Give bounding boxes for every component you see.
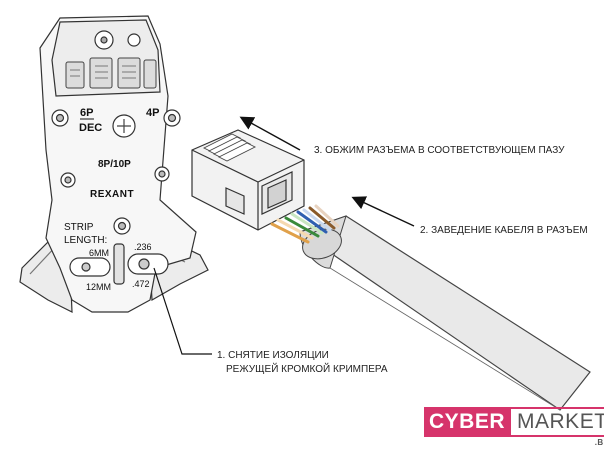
logo-market: MARKET .BY bbox=[511, 407, 604, 447]
rj45-connector bbox=[191, 129, 305, 231]
brand-rexant: REXANT bbox=[90, 189, 134, 200]
label-6p: 6P bbox=[80, 107, 93, 119]
label-12mm: 12MM bbox=[86, 282, 111, 292]
logo-cyber: CYBER bbox=[424, 407, 512, 437]
label-length: LENGTH: bbox=[64, 235, 107, 246]
label-strip: STRIP bbox=[64, 222, 94, 233]
label-6mm: 6MM bbox=[89, 248, 109, 258]
annotation-step2: 2. ЗАВЕДЕНИЕ КАБЕЛЯ В РАЗЪЕМ bbox=[420, 225, 588, 236]
utp-cable bbox=[270, 204, 591, 411]
crimping-tool bbox=[19, 15, 209, 313]
logo-suffix: .BY bbox=[594, 438, 604, 447]
arrow-step2 bbox=[351, 196, 415, 227]
arrow-step3 bbox=[239, 116, 301, 151]
label-4p: 4P bbox=[146, 107, 159, 119]
annotation-step3: 3. ОБЖИМ РАЗЪЕМА В СООТВЕТСТВУЮЩЕМ ПАЗУ bbox=[314, 145, 565, 156]
label-236: .236 bbox=[134, 242, 152, 252]
label-472: .472 bbox=[132, 279, 150, 289]
annotation-step1-line2: РЕЖУЩЕЙ КРОМКОЙ КРИМПЕРА bbox=[226, 362, 388, 375]
annotation-step1-line1: 1. СНЯТИЕ ИЗОЛЯЦИИ bbox=[217, 350, 329, 361]
pointer-step1 bbox=[153, 267, 212, 355]
label-8p10p: 8P/10P bbox=[98, 159, 131, 170]
logo-market-text: MARKET bbox=[517, 410, 604, 433]
label-dec: DEC bbox=[79, 122, 102, 134]
cybermarket-logo: CYBER MARKET .BY bbox=[424, 407, 604, 447]
